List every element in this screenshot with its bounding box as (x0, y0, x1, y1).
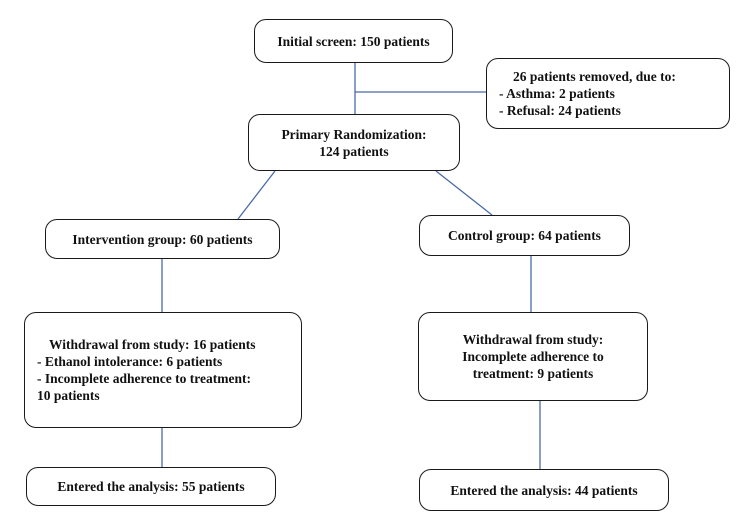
removed-patients-box: 26 patients removed, due to: Asthma: 2 p… (486, 58, 730, 129)
control-withdrawal-line-2: Incomplete adherence to (462, 349, 604, 364)
removed-title: 26 patients removed, due to: (513, 69, 676, 84)
intervention-analysis-text: Entered the analysis: 55 patients (57, 479, 245, 494)
randomization-title: Primary Randomization: (281, 126, 427, 142)
control-analysis-box: Entered the analysis: 44 patients (419, 469, 669, 511)
intervention-group-text: Intervention group: 60 patients (72, 231, 253, 247)
withdrawal-adherence-count: 10 patients (37, 388, 100, 403)
control-analysis-text: Entered the analysis: 44 patients (450, 482, 638, 498)
intervention-withdrawal-box: Withdrawal from study: 16 patients Ethan… (24, 312, 302, 428)
withdrawal-reason-ethanol: Ethanol intolerance: 6 patients (37, 353, 251, 370)
intervention-analysis-box: Entered the analysis: 55 patients (26, 467, 276, 506)
connector-randomization-to-intervention (237, 170, 276, 220)
removed-reason-refusal: Refusal: 24 patients (499, 102, 621, 119)
control-withdrawal-box: Withdrawal from study: Incomplete adhere… (418, 312, 648, 401)
connector-randomization-to-control (435, 170, 493, 216)
randomization-box: Primary Randomization: 124 patients (248, 114, 460, 171)
control-group-text: Control group: 64 patients (448, 228, 601, 243)
control-withdrawal-line-3: treatment: 9 patients (472, 366, 594, 381)
removed-reason-asthma: Asthma: 2 patients (499, 85, 621, 102)
removed-reasons-list: Asthma: 2 patients Refusal: 24 patients (499, 85, 621, 119)
initial-screen-box: Initial screen: 150 patients (254, 19, 453, 63)
withdrawal-reason-adherence: Incomplete adherence to treatment: (37, 370, 251, 387)
initial-screen-text: Initial screen: 150 patients (277, 33, 430, 49)
intervention-group-box: Intervention group: 60 patients (45, 219, 280, 259)
randomization-count: 124 patients (319, 143, 389, 159)
control-withdrawal-line-1: Withdrawal from study: (462, 332, 604, 347)
intervention-withdrawal-list: Ethanol intolerance: 6 patients Incomple… (37, 353, 251, 387)
control-group-box: Control group: 64 patients (419, 215, 630, 256)
intervention-withdrawal-title: Withdrawal from study: 16 patients (49, 337, 256, 352)
